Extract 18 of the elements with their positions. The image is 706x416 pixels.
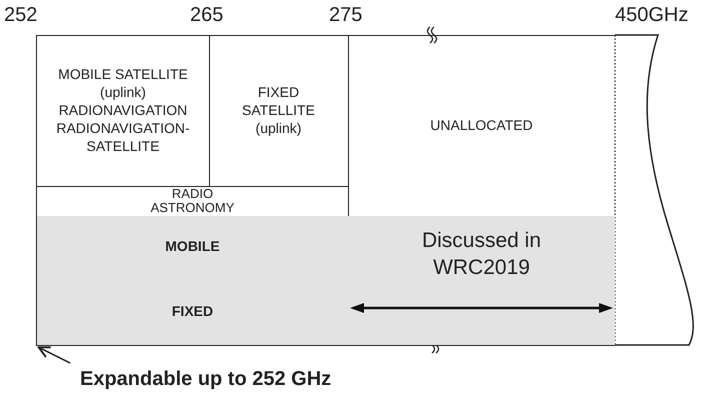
service-label: FIXED SATELLITE (uplink) bbox=[241, 84, 316, 138]
service-label: Discussed in WRC2019 bbox=[420, 228, 542, 281]
frequency-label: 275 bbox=[329, 4, 362, 27]
frequency-label: 450GHz bbox=[615, 4, 688, 27]
frequency-label: 252 bbox=[4, 4, 38, 27]
service-label: MOBILE SATELLITE (uplink) bbox=[57, 66, 189, 102]
service-label: RADIO ASTRONOMY bbox=[150, 187, 236, 215]
allocation-band bbox=[348, 216, 615, 346]
service-label: UNALLOCATED bbox=[430, 117, 533, 135]
note-text: Expandable up to 252 GHz bbox=[80, 368, 360, 391]
service-label: RADIONAVIGATION-SATELLITE bbox=[55, 120, 191, 156]
service-label: MOBILE bbox=[165, 238, 220, 256]
service-label: RADIONAVIGATION bbox=[58, 102, 188, 120]
service-label: FIXED bbox=[172, 302, 214, 320]
leader-line bbox=[38, 346, 70, 364]
allocation-box bbox=[36, 35, 210, 187]
frequency-label: 265 bbox=[190, 4, 224, 27]
allocation-box bbox=[209, 35, 349, 187]
